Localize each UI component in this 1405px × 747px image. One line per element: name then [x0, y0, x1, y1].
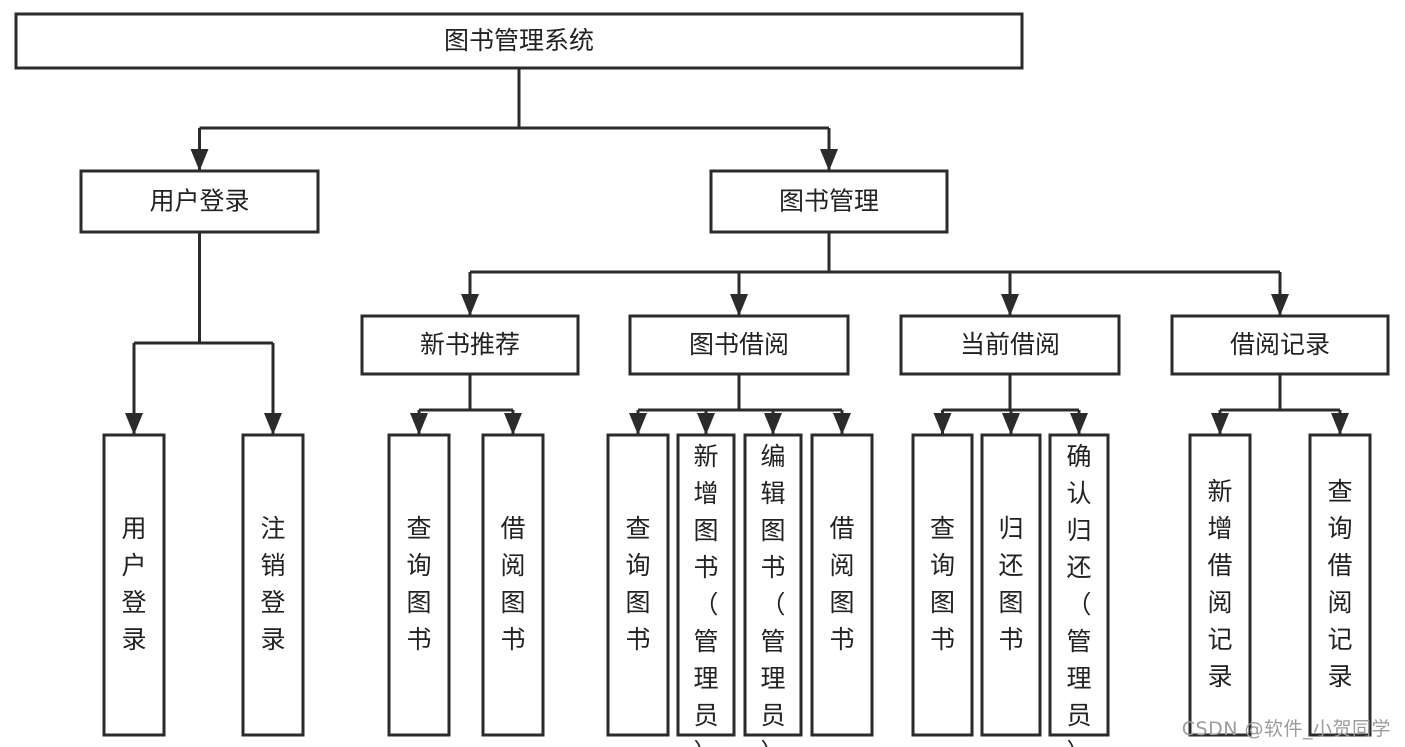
node-leaf-query-book-1-label: 查询图书: [406, 514, 431, 654]
node-leaf-add-record[interactable]: 新增借阅记录: [1188, 433, 1252, 737]
node-new-book-recommend-label: 新书推荐: [420, 330, 520, 359]
node-leaf-query-book-2[interactable]: 查询图书: [606, 433, 670, 737]
node-current-borrow-label: 当前借阅: [960, 330, 1060, 359]
arrow-head-icon: [1001, 294, 1019, 316]
node-leaf-add-record-label: 新增借阅记录: [1207, 477, 1232, 691]
node-leaf-query-book-1[interactable]: 查询图书: [387, 433, 451, 737]
node-leaf-user-login-label: 用户登录: [121, 514, 146, 654]
node-leaf-query-book-2-label: 查询图书: [625, 514, 650, 654]
arrow-head-icon: [764, 413, 782, 435]
node-leaf-borrow-book-2-label: 借阅图书: [829, 514, 854, 654]
arrow-head-icon: [461, 294, 479, 316]
node-root-book-management-system-box: [14, 12, 1024, 70]
arrow-head-icon: [125, 413, 143, 435]
arrow-head-icon: [1211, 413, 1229, 435]
node-leaf-query-record-box: [1308, 433, 1372, 737]
arrow-head-icon: [730, 294, 748, 316]
arrow-head-icon: [190, 149, 209, 171]
arrow-head-icon: [410, 413, 428, 435]
node-leaf-user-logout-label: 注销登录: [260, 514, 285, 654]
node-leaf-user-logout-box: [241, 433, 305, 737]
node-leaf-query-record-label: 查询借阅记录: [1327, 477, 1352, 691]
node-leaf-add-book-label: 新增图书（管理员）: [693, 442, 718, 747]
arrow-head-icon: [1002, 413, 1020, 435]
node-leaf-borrow-book-1-label: 借阅图书: [500, 514, 525, 654]
node-leaf-add-book[interactable]: 新增图书（管理员）: [676, 433, 736, 747]
node-leaf-borrow-book-2-box: [810, 433, 874, 737]
arrow-head-icon: [1331, 413, 1349, 435]
node-leaf-query-book-3-label: 查询图书: [930, 514, 955, 654]
node-leaf-edit-book[interactable]: 编辑图书（管理员）: [743, 433, 803, 747]
node-leaf-return-book-box: [980, 433, 1042, 737]
node-leaf-return-book[interactable]: 归还图书: [980, 433, 1042, 737]
csdn-watermark: CSDN @软件_小贺同学: [1181, 718, 1391, 740]
arrow-head-icon: [1070, 413, 1088, 435]
node-book-borrow-label: 图书借阅: [689, 330, 789, 359]
node-current-borrow[interactable]: 当前借阅: [899, 314, 1121, 376]
node-leaf-confirm-return[interactable]: 确认归还（管理员）: [1048, 433, 1110, 747]
arrow-head-icon: [697, 413, 715, 435]
arrow-head-icon: [833, 413, 851, 435]
arrow-head-icon: [1271, 294, 1289, 316]
arrow-head-icon: [629, 413, 647, 435]
node-leaf-query-book-1-box: [387, 433, 451, 737]
node-user-login[interactable]: 用户登录: [79, 169, 320, 234]
node-new-book-recommend[interactable]: 新书推荐: [360, 314, 580, 376]
node-current-borrow-box: [899, 314, 1121, 376]
node-borrow-record-box: [1170, 314, 1390, 376]
node-leaf-user-login-box: [102, 433, 166, 737]
node-leaf-return-book-label: 归还图书: [998, 514, 1023, 654]
node-book-manage[interactable]: 图书管理: [709, 169, 949, 234]
node-leaf-query-record[interactable]: 查询借阅记录: [1308, 433, 1372, 737]
node-new-book-recommend-box: [360, 314, 580, 376]
node-book-borrow[interactable]: 图书借阅: [628, 314, 850, 376]
arrow-head-icon: [264, 413, 282, 435]
node-leaf-user-login[interactable]: 用户登录: [102, 433, 166, 737]
node-root-book-management-system-label: 图书管理系统: [444, 26, 594, 55]
node-leaf-user-logout[interactable]: 注销登录: [241, 433, 305, 737]
node-user-login-box: [79, 169, 320, 234]
node-leaf-add-record-box: [1188, 433, 1252, 737]
node-leaf-add-book-box: [676, 433, 736, 737]
node-leaf-borrow-book-2[interactable]: 借阅图书: [810, 433, 874, 737]
node-root-book-management-system[interactable]: 图书管理系统: [14, 12, 1024, 70]
node-leaf-borrow-book-1-box: [481, 433, 545, 737]
node-leaf-confirm-return-label: 确认归还（管理员）: [1066, 442, 1091, 747]
arrow-head-icon: [933, 413, 952, 435]
node-user-login-label: 用户登录: [149, 187, 249, 216]
node-leaf-query-book-3-box: [911, 433, 974, 737]
connector-lines-layer: [125, 68, 1349, 435]
arrow-head-icon: [820, 149, 838, 171]
node-book-manage-box: [709, 169, 949, 234]
node-leaf-borrow-book-1[interactable]: 借阅图书: [481, 433, 545, 737]
node-leaf-confirm-return-box: [1048, 433, 1110, 737]
diagram-nodes-layer: 图书管理系统用户登录图书管理新书推荐图书借阅当前借阅借阅记录用户登录注销登录查询…: [14, 12, 1390, 747]
node-borrow-record[interactable]: 借阅记录: [1170, 314, 1390, 376]
arrow-head-icon: [504, 413, 522, 435]
node-leaf-query-book-2-box: [606, 433, 670, 737]
node-book-manage-label: 图书管理: [779, 187, 879, 216]
node-leaf-edit-book-label: 编辑图书（管理员）: [760, 442, 785, 747]
node-leaf-edit-book-box: [743, 433, 803, 737]
node-book-borrow-box: [628, 314, 850, 376]
node-borrow-record-label: 借阅记录: [1230, 330, 1330, 359]
node-leaf-query-book-3[interactable]: 查询图书: [911, 433, 974, 737]
